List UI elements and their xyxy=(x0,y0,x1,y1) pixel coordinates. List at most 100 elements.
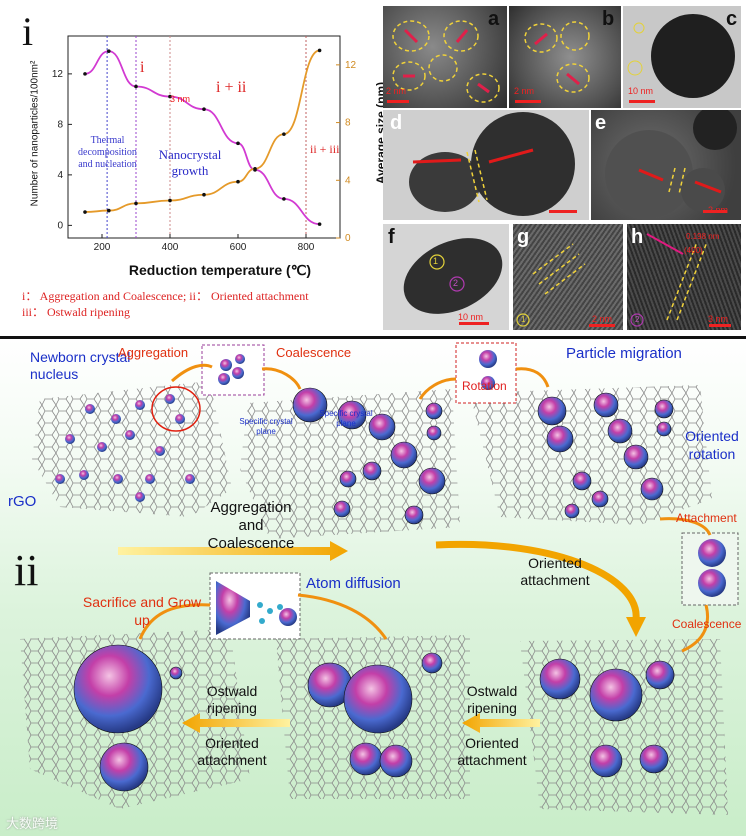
mechanism-panel: ii Newborn crystal nucleus Aggregation C… xyxy=(0,336,746,836)
label-rotation: Rotation xyxy=(462,379,507,393)
lattice-plane-label: (400) xyxy=(684,246,703,255)
section-label-i: i xyxy=(22,9,34,54)
section-label-ii: ii xyxy=(14,546,39,595)
scale-e: 2 nm xyxy=(708,205,729,215)
scale-b: 2 nm xyxy=(514,86,535,96)
series-point-right-7 xyxy=(282,132,286,136)
graphene-sheet-2 xyxy=(240,389,460,539)
tem-image-c xyxy=(623,6,741,108)
tem-letter-e: e xyxy=(595,112,607,134)
legend-line-1: i： Aggregation and Coalescence; ii： Orie… xyxy=(22,289,309,303)
legend-line-2: iii： Ostwald ripening xyxy=(22,305,130,319)
label-oriented-right: Oriented attachment xyxy=(457,735,527,768)
tem-image-d xyxy=(383,110,589,220)
tem-letter-c: c xyxy=(726,8,738,30)
series-point-left-7 xyxy=(282,197,286,201)
label-oriented-rotation: Oriented rotation xyxy=(685,428,739,462)
tem-letter-h: h xyxy=(631,226,644,248)
region-label-i: i xyxy=(140,59,145,76)
series-point-right-6 xyxy=(253,166,257,171)
circle-mark-g: 1 xyxy=(521,315,526,324)
tem-image-a xyxy=(383,6,507,108)
series-point-right-1 xyxy=(107,208,111,213)
label-agg-coal: Aggregation and Coalescence xyxy=(207,499,295,552)
x-tick-label-2: 600 xyxy=(230,242,247,253)
annotation-thermal: Thermal decomposition and nucleation xyxy=(78,135,137,170)
chart-plot-area xyxy=(67,35,341,239)
scale-d: 3 nm xyxy=(170,94,191,104)
series-point-left-3 xyxy=(168,94,172,99)
graphene-sheet-3 xyxy=(470,385,712,525)
y-right-tick-label-3: 12 xyxy=(345,60,357,71)
scale-g: 2 nm xyxy=(592,314,613,324)
x-tick-label-3: 800 xyxy=(298,242,315,253)
tem-image-f xyxy=(383,224,509,330)
series-point-left-4 xyxy=(202,107,206,112)
arrow-ostwald-left xyxy=(182,713,290,733)
label-particle-migration: Particle migration xyxy=(566,345,682,362)
tem-letter-g: g xyxy=(517,226,530,248)
temperature-chart: 200 400 600 800 0 4 8 12 0 4 8 12 i i + ii ii + iii xyxy=(52,35,357,253)
label-ostwald-right: Ostwald ripening xyxy=(466,683,518,716)
series-point-left-2 xyxy=(134,84,138,89)
scale-f: 10 nm xyxy=(458,312,484,322)
y-left-tick-label-3: 12 xyxy=(52,69,64,80)
tem-image-e xyxy=(591,110,741,220)
graphene-sheet-1 xyxy=(32,381,232,517)
label-specific-plane-2: Specific crystal plane xyxy=(319,409,373,428)
label-specific-plane-1: Specific crystal plane xyxy=(239,417,293,436)
label-coalescence-2: Coalescence xyxy=(672,617,742,631)
y-right-tick-label-1: 4 xyxy=(345,175,351,186)
series-point-right-5 xyxy=(236,179,240,184)
aggregation-circle xyxy=(151,386,201,432)
region-label-ii-iii: ii + iii xyxy=(310,142,340,156)
label-sacrifice: Sacrifice and Grow up xyxy=(82,594,202,628)
label-oriented-attachment-curve: Oriented attachment xyxy=(520,555,590,588)
arrow-oriented-curve xyxy=(435,540,640,620)
series-point-right-4 xyxy=(202,192,206,197)
y-right-tick-label-0: 0 xyxy=(345,233,351,244)
tem-letter-a: a xyxy=(488,8,500,30)
label-atom-diffusion: Atom diffusion xyxy=(306,575,401,592)
scale-h: 3 nm xyxy=(708,314,729,324)
scale-c: 10 nm xyxy=(628,86,654,96)
circle-mark-h: 2 xyxy=(635,315,640,324)
label-attachment: Attachment xyxy=(676,511,737,525)
tem-image-g xyxy=(513,224,623,330)
arrow-ostwald-right xyxy=(462,713,540,733)
y-left-tick-label-2: 8 xyxy=(57,119,63,130)
label-rgo: rGO xyxy=(8,493,37,510)
series-point-left-1 xyxy=(107,49,111,53)
x-axis-label: Reduction temperature (℃) xyxy=(128,262,312,278)
y-right-tick-label-2: 8 xyxy=(345,118,351,129)
y-left-tick-label-0: 0 xyxy=(57,220,63,231)
tem-letter-f: f xyxy=(388,226,395,248)
label-newborn: Newborn crystal nucleus xyxy=(30,349,131,382)
y-left-tick-label-1: 4 xyxy=(57,170,63,181)
label-oriented-left: Oriented attachment xyxy=(197,735,267,768)
series-point-left-5 xyxy=(236,141,240,146)
label-aggregation: Aggregation xyxy=(118,345,189,360)
x-tick-label-0: 200 xyxy=(94,242,111,253)
series-point-right-2 xyxy=(134,201,138,206)
tem-image-b xyxy=(509,6,621,108)
series-point-left-8 xyxy=(317,222,322,226)
lattice-spacing-label: 0.198 nm xyxy=(686,232,720,241)
x-tick-label-1: 400 xyxy=(162,242,179,253)
series-point-left-0 xyxy=(83,72,87,76)
scale-a: 2 nm xyxy=(386,86,407,96)
label-ostwald-left: Ostwald ripening xyxy=(206,683,258,716)
tem-letter-d: d xyxy=(390,112,403,134)
circle-mark-f1: 1 xyxy=(433,256,439,266)
region-label-i-ii: i + ii xyxy=(216,79,247,96)
series-point-right-0 xyxy=(83,210,87,214)
circle-mark-f2: 2 xyxy=(453,278,459,288)
arrow-aggregation xyxy=(118,541,348,561)
tem-letter-b: b xyxy=(602,8,615,30)
series-point-right-3 xyxy=(168,198,172,203)
series-point-right-8 xyxy=(317,48,322,53)
label-coalescence: Coalescence xyxy=(276,345,352,360)
y-axis-label-left: Number of nanoparticles/100nm² xyxy=(29,60,41,207)
mechanism-drawing xyxy=(20,342,739,815)
